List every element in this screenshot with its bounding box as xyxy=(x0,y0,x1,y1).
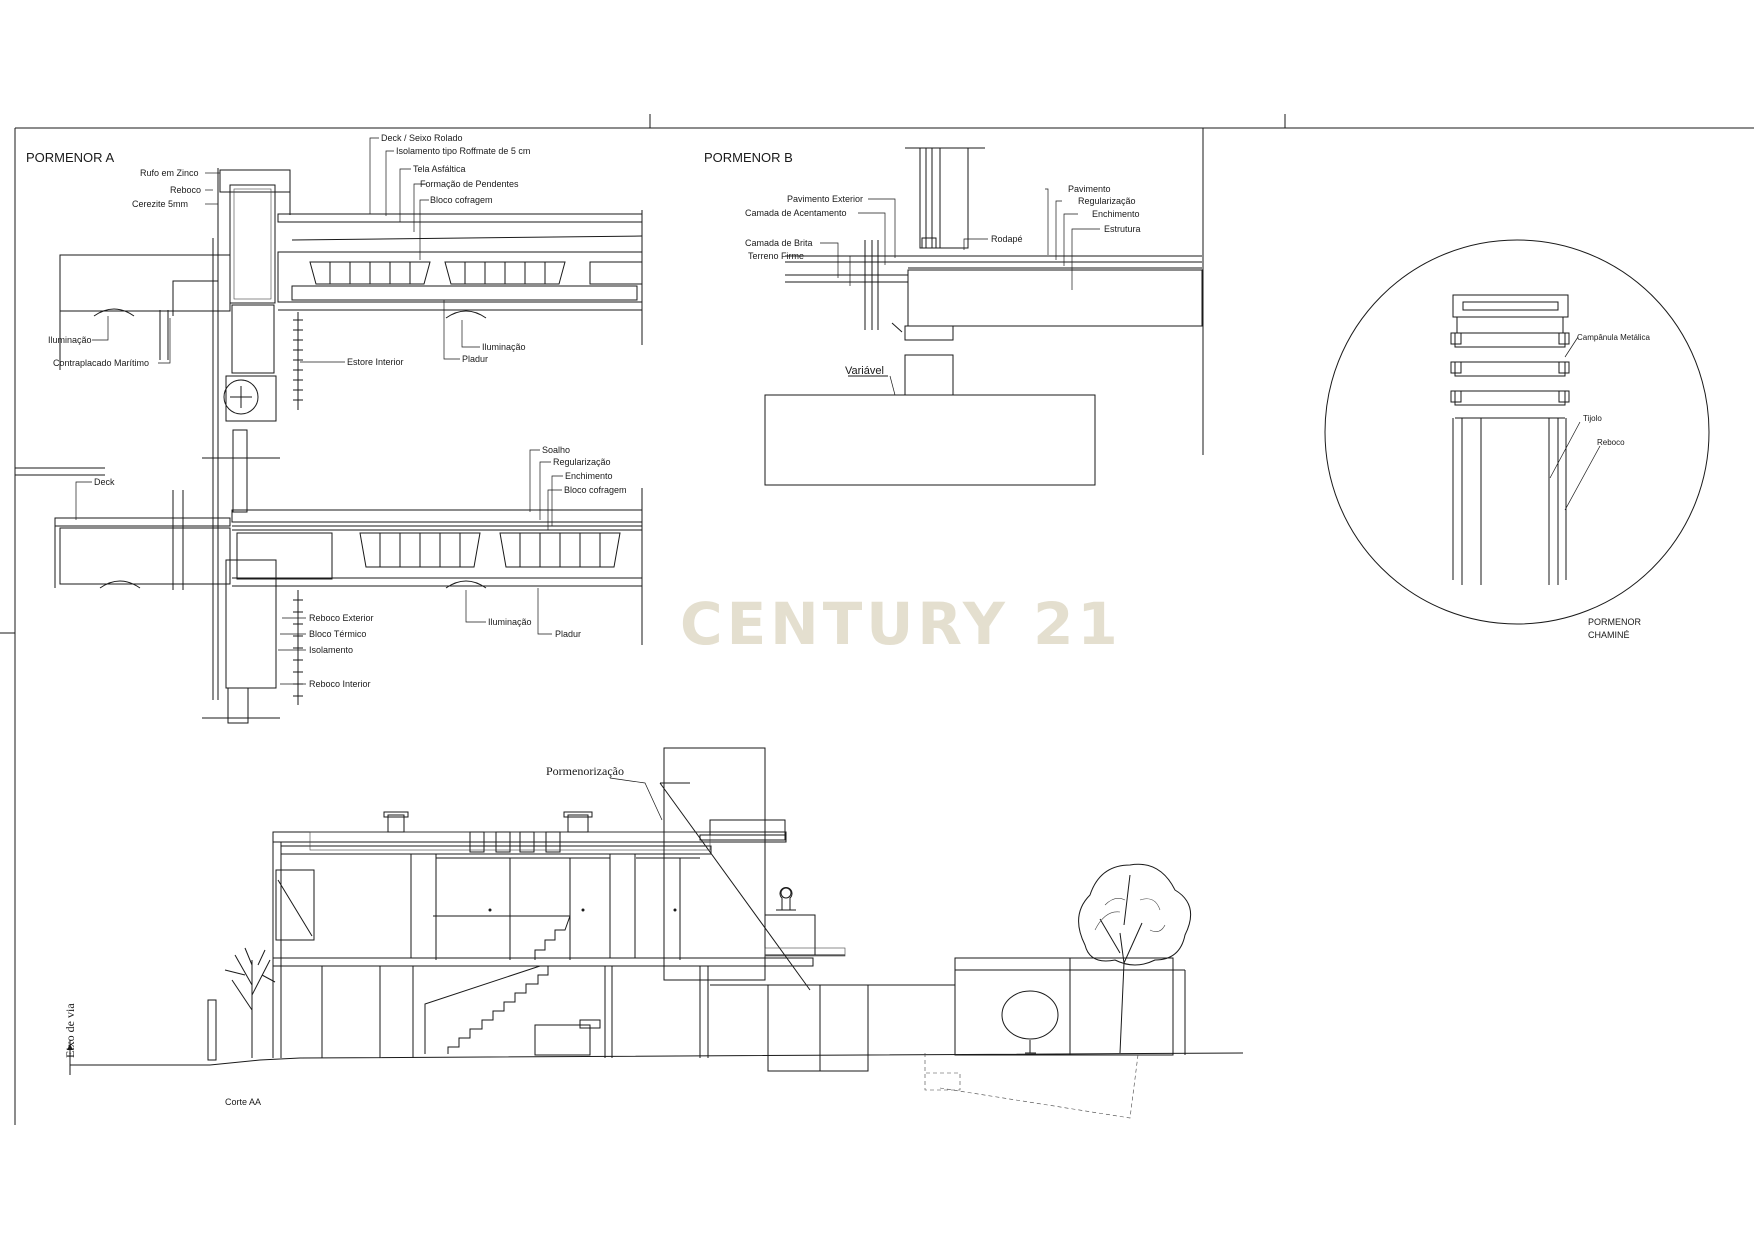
label-bloco-cofragem-2: Bloco cofragem xyxy=(564,485,627,495)
sheet-frame xyxy=(0,114,1754,1125)
label-pavimento: Pavimento xyxy=(1068,184,1111,194)
label-iluminacao-top: Iluminação xyxy=(482,342,526,352)
roof-formwork-blocks xyxy=(291,261,643,301)
label-deck: Deck xyxy=(94,477,115,487)
label-pormenorizacao: Pormenorização xyxy=(546,764,624,778)
label-campanula: Campânula Metálica xyxy=(1577,333,1650,342)
label-bloco-termico: Bloco Térmico xyxy=(309,629,366,639)
label-reboco: Reboco xyxy=(170,185,201,195)
label-bloco-cofragem-1: Bloco cofragem xyxy=(430,195,493,205)
detail-a-upper-leaders xyxy=(92,137,480,364)
label-pav-ext: Pavimento Exterior xyxy=(787,194,863,204)
label-soalho: Soalho xyxy=(542,445,570,455)
label-contraplacado: Contraplacado Marítimo xyxy=(53,358,149,368)
label-iluminacao-left: Iluminação xyxy=(48,335,92,345)
detail-a-title: PORMENOR A xyxy=(26,150,114,165)
label-estore: Estore Interior xyxy=(347,357,404,367)
floor-formwork-blocks xyxy=(359,532,621,568)
detail-a-lower-leaders xyxy=(75,449,563,685)
label-enchimento-b: Enchimento xyxy=(1092,209,1140,219)
label-pladur-top: Pladur xyxy=(462,354,488,364)
blind-rail xyxy=(293,312,303,410)
label-camada-acent: Camada de Acentamento xyxy=(745,208,847,218)
label-tela: Tela Asfáltica xyxy=(413,164,466,174)
label-rufo: Rufo em Zinco xyxy=(140,168,199,178)
label-estrutura: Estrutura xyxy=(1104,224,1141,234)
label-terreno: Terreno Firme xyxy=(748,251,804,261)
house-section xyxy=(272,747,1186,1119)
detail-b-leaders xyxy=(810,188,1100,396)
label-reboco-interior: Reboco Interior xyxy=(309,679,371,689)
label-eixo-via: Eixo de via xyxy=(63,1003,77,1058)
label-deck-seixo: Deck / Seixo Rolado xyxy=(381,133,463,143)
section-title: Corte AA xyxy=(225,1097,261,1107)
label-rodape: Rodapé xyxy=(991,234,1023,244)
label-pladur-bottom: Pladur xyxy=(555,629,581,639)
label-formacao: Formação de Pendentes xyxy=(420,179,519,189)
label-regularizacao-a: Regularização xyxy=(553,457,611,467)
detail-a: PORMENOR A xyxy=(15,133,643,724)
chimney-title-line1: PORMENOR xyxy=(1588,617,1642,627)
label-cerezite: Cerezite 5mm xyxy=(132,199,188,209)
label-regularizacao-b: Regularização xyxy=(1078,196,1136,206)
label-camada-brita: Camada de Brita xyxy=(745,238,813,248)
label-reboco-chamine: Reboco xyxy=(1597,438,1625,447)
detail-b-title: PORMENOR B xyxy=(704,150,793,165)
watermark: CENTURY 21 xyxy=(680,590,1122,658)
label-iluminacao-bottom: Iluminação xyxy=(488,617,532,627)
detail-chimney: Campânula Metálica Tijolo Reboco PORMENO… xyxy=(1324,239,1710,640)
label-tijolo: Tijolo xyxy=(1583,414,1602,423)
label-reboco-exterior: Reboco Exterior xyxy=(309,613,374,623)
tree-large-garden xyxy=(1078,863,1192,1054)
label-variavel: Variável xyxy=(845,365,884,377)
tree-bare-left xyxy=(207,947,276,1061)
section-aa: Eixo de via xyxy=(63,747,1244,1119)
chimney-title-line2: CHAMINÉ xyxy=(1588,630,1630,640)
detail-b: PORMENOR B xyxy=(704,147,1203,486)
label-isolamento: Isolamento xyxy=(309,645,353,655)
blind-rail-lower xyxy=(293,590,303,705)
label-enchimento-a: Enchimento xyxy=(565,471,613,481)
label-isolamento-roof: Isolamento tipo Roffmate de 5 cm xyxy=(396,146,530,156)
tree-small-garden xyxy=(1001,990,1059,1054)
